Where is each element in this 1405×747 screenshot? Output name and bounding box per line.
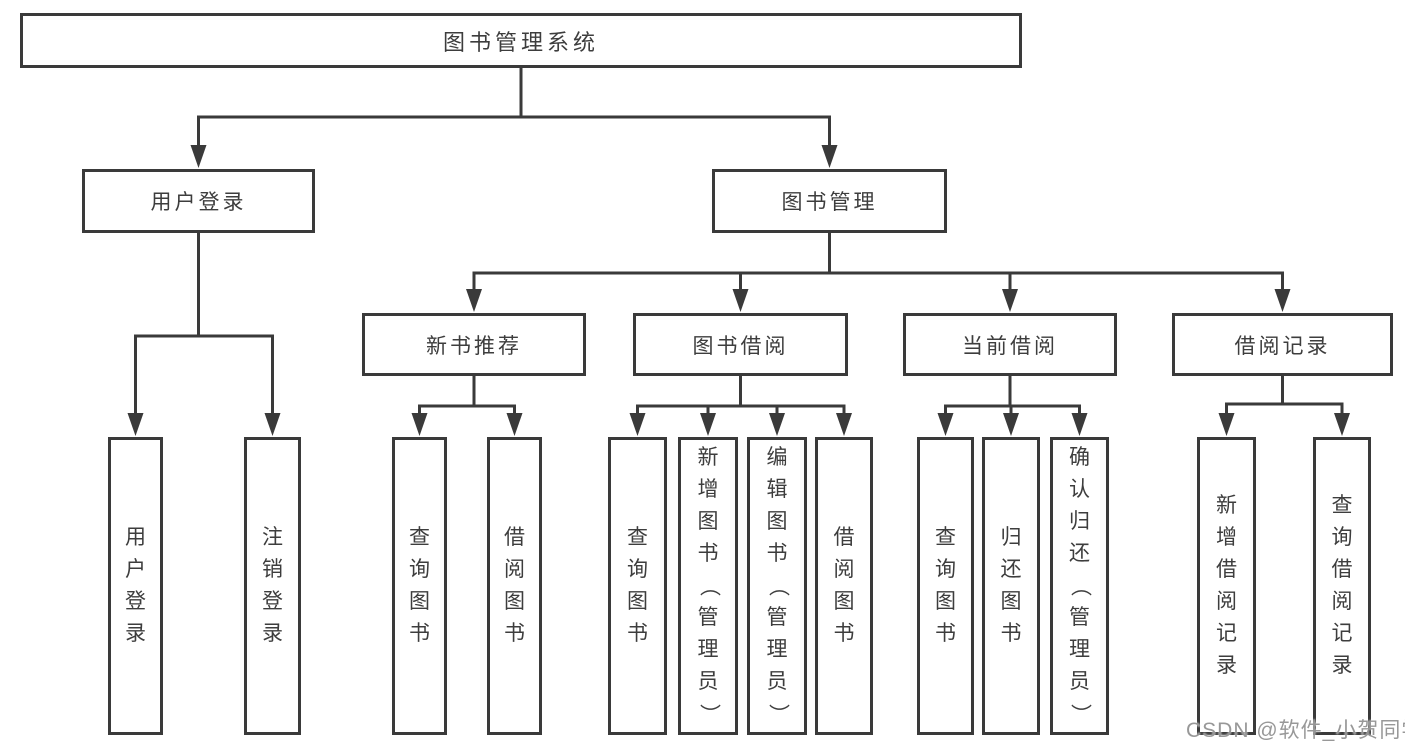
arrowheads-book-borrow-leaves [629,413,852,436]
node-book-mgmt: 图书管理 [712,169,947,233]
node-borrow-records-label: 借阅记录 [1234,334,1331,358]
leaf-current-confirm-admin: 确认归还（管理员） [1050,437,1109,735]
connector-book-mgmt-to-level3 [472,231,1284,292]
node-new-books: 新书推荐 [362,313,586,376]
leaf-records-query: 查询借阅记录 [1313,437,1371,735]
csdn-watermark: CSDN @软件_小贺同学 [1186,719,1405,742]
node-new-books-label: 新书推荐 [426,334,522,358]
leaf-borrow-query: 查询图书 [608,437,667,735]
leaf-logout: 注销登录 [244,437,301,735]
arrowheads-level3 [466,289,1291,312]
arrowheads-user-login-leaves [127,413,281,436]
node-user-login-label: 用户登录 [150,191,247,214]
node-root: 图书管理系统 [20,13,1022,68]
arrowheads-borrow-records-leaves [1218,413,1350,436]
leaf-user-login: 用户登录 [108,437,163,735]
node-book-mgmt-label: 图书管理 [781,191,878,214]
leaf-newbooks-query: 查询图书 [392,437,447,735]
node-book-borrow: 图书借阅 [633,313,848,376]
leaf-borrow-edit-admin: 编辑图书（管理员） [747,437,807,735]
connector-book-borrow-subtree [636,374,846,416]
node-user-login: 用户登录 [82,169,315,233]
connector-root-to-level2 [197,66,831,148]
connector-current-borrow-subtree [944,374,1081,416]
node-current-borrow-label: 当前借阅 [962,334,1058,358]
node-book-borrow-label: 图书借阅 [692,334,789,358]
arrowheads-new-books-leaves [411,413,523,436]
leaf-borrow-borrow: 借阅图书 [815,437,873,735]
node-current-borrow: 当前借阅 [903,313,1117,376]
leaf-records-add: 新增借阅记录 [1197,437,1256,735]
leaf-borrow-add-admin: 新增图书（管理员） [678,437,738,735]
node-root-label: 图书管理系统 [442,29,599,55]
arrowheads-level2 [190,145,838,168]
connector-borrow-records-subtree [1225,374,1344,416]
node-borrow-records: 借阅记录 [1172,313,1393,376]
leaf-current-return: 归还图书 [982,437,1040,735]
leaf-current-query: 查询图书 [917,437,974,735]
connector-new-books-subtree [418,374,516,416]
leaf-newbooks-borrow: 借阅图书 [487,437,542,735]
connector-user-login-subtree [134,231,274,416]
arrowheads-current-borrow-leaves [937,413,1088,436]
